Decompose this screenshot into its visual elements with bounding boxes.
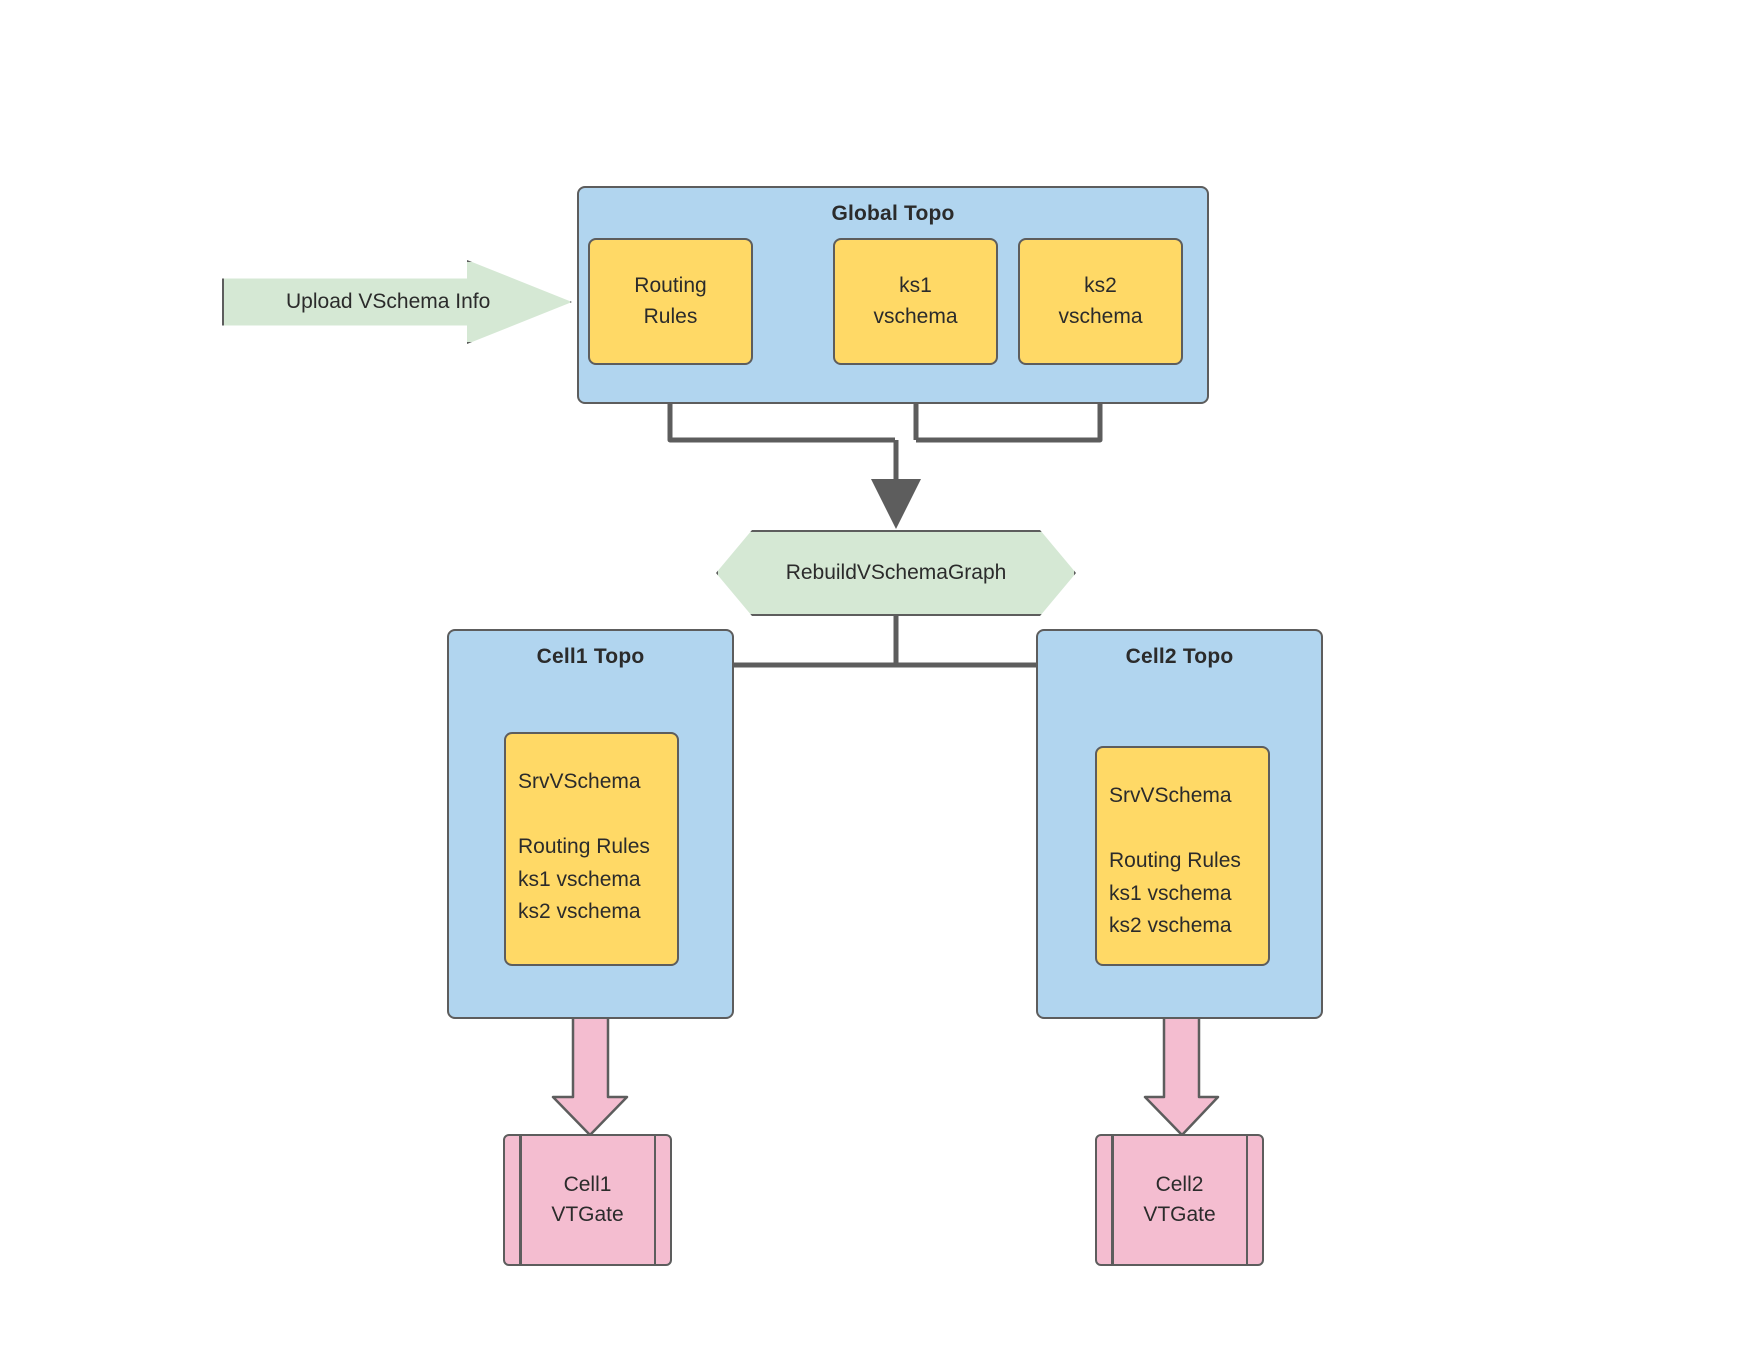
cell1-topo-title: Cell1 Topo xyxy=(536,645,645,668)
cell2-srvvschema-label: SrvVSchema Routing Rules ks1 vschema ks2… xyxy=(1109,784,1241,938)
process-bar-right xyxy=(653,1136,656,1264)
global-ks2-vschema-box[interactable]: ks2 vschema xyxy=(1018,238,1183,365)
cell2-srvvschema-box[interactable]: SrvVSchema Routing Rules ks1 vschema ks2… xyxy=(1095,746,1270,966)
cell1-vtgate-node[interactable]: Cell1 VTGate xyxy=(503,1134,672,1266)
cell1-srvvschema-box[interactable]: SrvVSchema Routing Rules ks1 vschema ks2… xyxy=(504,732,679,966)
global-routing-rules-label: Routing Rules xyxy=(634,274,707,328)
cell2-vtgate-label: Cell2 VTGate xyxy=(1143,1172,1216,1226)
rebuild-vschema-graph-node[interactable]: RebuildVSchemaGraph xyxy=(716,530,1076,616)
process-bar-left xyxy=(1111,1136,1114,1264)
cell2-vtgate-node[interactable]: Cell2 VTGate xyxy=(1095,1134,1264,1266)
process-bar-right xyxy=(1245,1136,1248,1264)
cell1-srvvschema-label: SrvVSchema Routing Rules ks1 vschema ks2… xyxy=(518,770,650,924)
rebuild-vschema-graph-label: RebuildVSchemaGraph xyxy=(785,561,1007,584)
global-ks1-vschema-label: ks1 vschema xyxy=(873,274,958,328)
global-ks2-vschema-label: ks2 vschema xyxy=(1058,274,1143,328)
global-routing-rules-box[interactable]: Routing Rules xyxy=(588,238,753,365)
cell1-vtgate-label: Cell1 VTGate xyxy=(551,1172,624,1226)
global-ks1-vschema-box[interactable]: ks1 vschema xyxy=(833,238,998,365)
cell2-topo-title: Cell2 Topo xyxy=(1125,645,1234,668)
upload-vschema-label: Upload VSchema Info xyxy=(286,290,491,313)
upload-vschema-callout[interactable]: Upload VSchema Info xyxy=(222,260,572,344)
global-topo-title: Global Topo xyxy=(831,202,955,225)
process-bar-left xyxy=(519,1136,522,1264)
